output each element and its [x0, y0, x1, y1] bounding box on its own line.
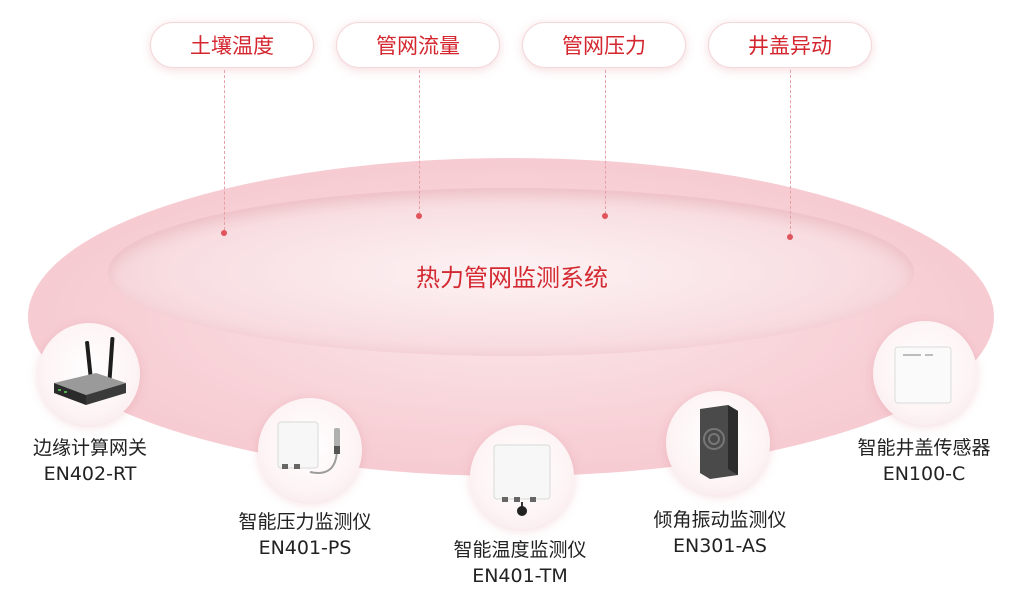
connector-line — [790, 70, 791, 234]
device-label-temperature: 智能温度监测仪 EN401-TM — [420, 537, 620, 589]
connector-dot — [221, 230, 227, 236]
device-circle-gateway[interactable] — [38, 323, 140, 425]
connector-line — [605, 70, 606, 214]
device-label-pressure: 智能压力监测仪 EN401-PS — [205, 509, 405, 561]
device-circle-pressure[interactable] — [258, 398, 362, 502]
device-model: EN401-PS — [258, 537, 352, 559]
tag-pill-flow[interactable]: 管网流量 — [336, 22, 500, 68]
tag-label: 管网压力 — [562, 34, 646, 58]
center-title: 热力管网监测系统 — [416, 264, 608, 292]
tag-label: 土壤温度 — [190, 34, 274, 58]
device-circle-manhole[interactable] — [873, 321, 977, 425]
tag-pill-soil-temp[interactable]: 土壤温度 — [150, 22, 314, 68]
device-model: EN301-AS — [673, 535, 767, 557]
device-name: 边缘计算网关 — [32, 437, 147, 459]
connector-line — [419, 70, 420, 214]
device-circle-vibration[interactable] — [666, 391, 770, 495]
vibration-sensor-icon — [700, 405, 738, 479]
device-name: 智能压力监测仪 — [238, 511, 372, 533]
tag-pill-pressure[interactable]: 管网压力 — [522, 22, 686, 68]
device-model: EN401-TM — [472, 565, 568, 587]
system-disc-inner — [108, 188, 914, 356]
router-device-icon — [54, 337, 126, 405]
device-name: 智能井盖传感器 — [857, 437, 991, 459]
device-name: 智能温度监测仪 — [453, 539, 587, 561]
device-label-vibration: 倾角振动监测仪 EN301-AS — [620, 507, 820, 559]
device-label-gateway: 边缘计算网关 EN402-RT — [0, 435, 180, 487]
device-model: EN100-C — [882, 463, 966, 485]
connector-dot — [602, 213, 608, 219]
device-model: EN402-RT — [43, 463, 137, 485]
tag-label: 井盖异动 — [748, 34, 832, 58]
tag-pill-manhole[interactable]: 井盖异动 — [708, 22, 872, 68]
pressure-sensor-icon — [277, 421, 340, 474]
connector-dot — [416, 213, 422, 219]
tag-label: 管网流量 — [376, 34, 460, 58]
device-name: 倾角振动监测仪 — [653, 509, 787, 531]
manhole-sensor-icon — [894, 346, 952, 404]
connector-dot — [787, 234, 793, 240]
temperature-sensor-icon — [493, 444, 551, 516]
device-circle-temperature[interactable] — [470, 425, 574, 529]
connector-line — [224, 70, 225, 230]
device-label-manhole: 智能井盖传感器 EN100-C — [824, 435, 1024, 487]
